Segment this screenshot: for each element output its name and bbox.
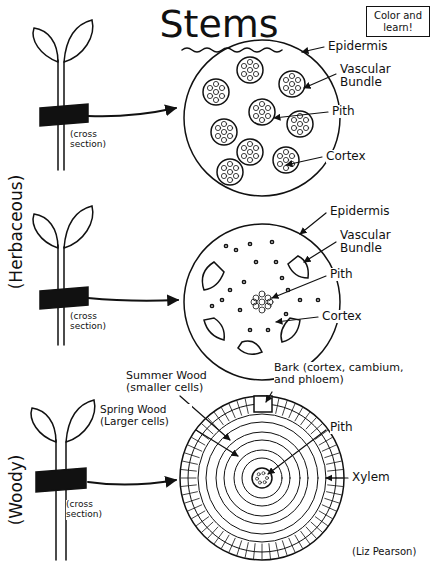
part-label: Epidermis	[330, 205, 390, 218]
note-label: (cross section)	[70, 130, 122, 150]
herbaceous-cross-section	[184, 40, 340, 196]
woody-cross-section	[180, 396, 344, 560]
part-label: Cortex	[326, 150, 366, 163]
part-label: Summer Wood (smaller cells)	[126, 370, 222, 394]
part-label: Pith	[330, 268, 353, 281]
section-heading: (Herbaceous)	[7, 175, 26, 290]
part-label: Pith	[330, 421, 353, 434]
vascular-bundles	[202, 240, 319, 354]
leader-lines	[180, 47, 348, 478]
part-label: Vascular Bundle	[340, 229, 412, 255]
vascular-bundles	[203, 57, 313, 185]
part-label: Vascular Bundle	[340, 63, 412, 89]
section-heading: (Woody)	[7, 455, 26, 526]
note-text: Color and learn!	[371, 10, 425, 33]
note-box: Color and learn!	[366, 6, 430, 37]
part-label: Bark (cortex, cambium, and phloem)	[274, 362, 414, 386]
herbaceous-plant	[33, 206, 178, 345]
herbaceous-plant	[33, 20, 176, 170]
growth-rings	[181, 399, 343, 559]
part-label: Xylem	[352, 471, 390, 484]
credit-label: (Liz Pearson)	[352, 546, 416, 557]
note-label: (cross section)	[70, 312, 122, 332]
part-label: Spring Wood (Larger cells)	[100, 404, 192, 427]
part-label: Cortex	[322, 310, 362, 323]
part-label: Epidermis	[328, 40, 388, 53]
bark-inset	[254, 396, 272, 412]
herbaceous-cross-section	[184, 224, 340, 380]
part-label: Pith	[332, 105, 355, 118]
note-label: (cross section)	[66, 500, 118, 520]
wavy-underline	[182, 48, 282, 52]
